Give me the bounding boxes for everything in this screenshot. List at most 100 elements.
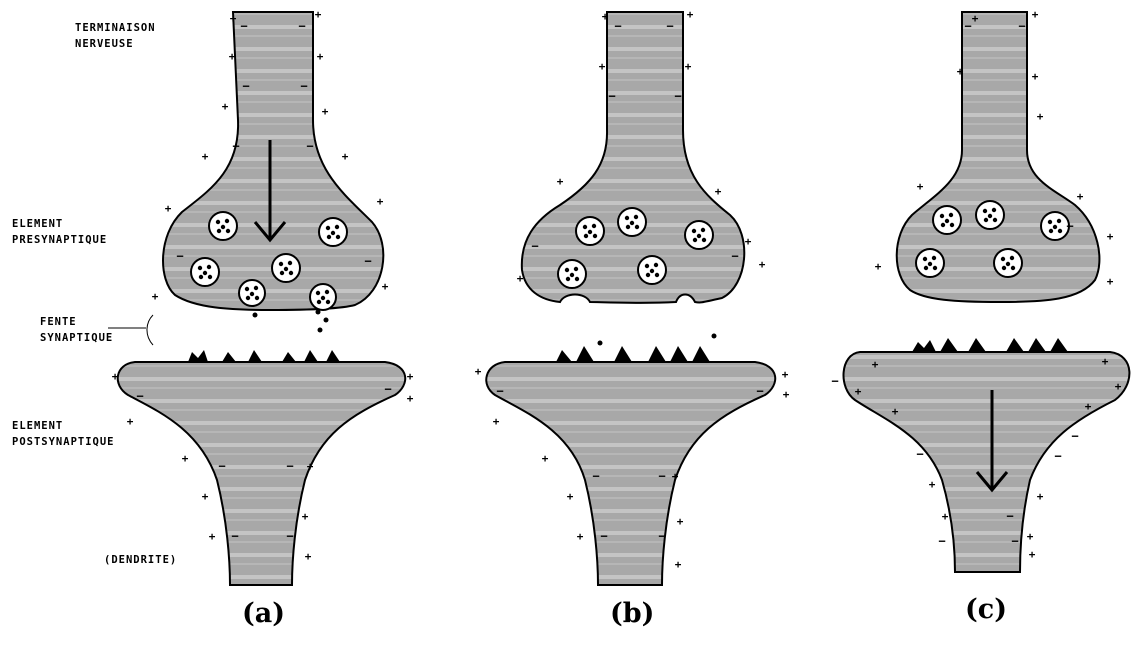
transmitters-b	[598, 334, 717, 346]
plus-charge: +	[685, 60, 692, 73]
postsynaptic-element-c	[844, 352, 1130, 572]
minus-charge: −	[136, 389, 143, 403]
plus-charge: +	[1085, 400, 1092, 413]
plus-charge: +	[687, 8, 694, 21]
minus-charge: −	[384, 382, 391, 396]
plus-charge: +	[202, 150, 209, 163]
plus-charge: +	[1102, 355, 1109, 368]
plus-charge: +	[230, 12, 237, 25]
plus-charge: +	[112, 370, 119, 383]
minus-charge: −	[1006, 509, 1013, 523]
label-terminaison-line1: TERMINAISON	[75, 20, 156, 36]
plus-charge: +	[182, 452, 189, 465]
caption-a: (a)	[242, 598, 285, 629]
plus-charge: +	[407, 392, 414, 405]
minus-charge: −	[756, 384, 763, 398]
transmitters-a	[253, 310, 329, 333]
plus-charge: +	[855, 385, 862, 398]
panel-c	[844, 12, 1130, 572]
minus-charge: −	[608, 89, 615, 103]
minus-charge: −	[218, 459, 225, 473]
minus-charge: −	[600, 529, 607, 543]
plus-charge: +	[493, 415, 500, 428]
receptors-a	[188, 350, 340, 362]
minus-charge: −	[306, 139, 313, 153]
plus-charge: +	[407, 370, 414, 383]
minus-charge: −	[496, 384, 503, 398]
minus-charge: −	[1054, 449, 1061, 463]
plus-charge: +	[672, 470, 679, 483]
minus-charge: −	[1011, 534, 1018, 548]
plus-charge: +	[152, 290, 159, 303]
plus-charge: +	[315, 8, 322, 21]
plus-charge: +	[202, 490, 209, 503]
caption-c: (c)	[965, 594, 1007, 625]
plus-charge: +	[307, 460, 314, 473]
label-postsynaptic: ELEMENT POSTSYNAPTIQUE	[12, 418, 115, 450]
label-cleft-line1: FENTE	[40, 314, 113, 330]
plus-charge: +	[567, 490, 574, 503]
minus-charge: −	[592, 469, 599, 483]
plus-charge: +	[602, 10, 609, 23]
plus-charge: +	[942, 510, 949, 523]
presynaptic-terminal-b	[522, 12, 744, 303]
plus-charge: +	[317, 50, 324, 63]
minus-charge: −	[1018, 19, 1025, 33]
plus-charge: +	[542, 452, 549, 465]
plus-charge: +	[322, 105, 329, 118]
plus-charge: +	[782, 368, 789, 381]
plus-charge: +	[377, 195, 384, 208]
plus-charge: +	[577, 530, 584, 543]
panel-b	[486, 12, 775, 585]
plus-charge: +	[342, 150, 349, 163]
minus-charge: −	[231, 529, 238, 543]
plus-charge: +	[872, 358, 879, 371]
minus-charge: −	[666, 19, 673, 33]
minus-charge: −	[286, 459, 293, 473]
plus-charge: +	[957, 65, 964, 78]
plus-charge: +	[1107, 230, 1114, 243]
plus-charge: +	[305, 550, 312, 563]
label-terminaison-line2: NERVEUSE	[75, 36, 156, 52]
plus-charge: +	[229, 50, 236, 63]
minus-charge: −	[831, 374, 838, 388]
minus-charge: −	[1066, 219, 1073, 233]
plus-charge: +	[745, 235, 752, 248]
plus-charge: +	[929, 478, 936, 491]
minus-charge: −	[176, 249, 183, 263]
plus-charge: +	[1027, 530, 1034, 543]
panel-a	[118, 12, 405, 585]
minus-charge: −	[286, 529, 293, 543]
plus-charge: +	[972, 12, 979, 25]
plus-charge: +	[1077, 190, 1084, 203]
minus-charge: −	[674, 89, 681, 103]
plus-charge: +	[1029, 548, 1036, 561]
minus-charge: −	[240, 19, 247, 33]
label-presynaptic-line1: ELEMENT	[12, 216, 107, 232]
minus-charge: −	[364, 254, 371, 268]
minus-charge: −	[1071, 429, 1078, 443]
plus-charge: +	[557, 175, 564, 188]
minus-charge: −	[300, 79, 307, 93]
plus-charge: +	[783, 388, 790, 401]
minus-charge: −	[232, 139, 239, 153]
minus-charge: −	[298, 19, 305, 33]
caption-b: (b)	[610, 598, 654, 629]
plus-charge: +	[222, 100, 229, 113]
plus-charge: +	[677, 515, 684, 528]
plus-charge: +	[759, 258, 766, 271]
label-cleft: FENTE SYNAPTIQUE	[40, 314, 113, 346]
plus-charge: +	[1032, 8, 1039, 21]
plus-charge: +	[675, 558, 682, 571]
minus-charge: −	[658, 469, 665, 483]
minus-charge: −	[938, 534, 945, 548]
label-presynaptic-line2: PRESYNAPTIQUE	[12, 232, 107, 248]
plus-charge: +	[517, 272, 524, 285]
plus-charge: +	[382, 280, 389, 293]
label-terminaison: TERMINAISON NERVEUSE	[75, 20, 156, 52]
receptors-c	[912, 338, 1068, 352]
label-dendrite: (DENDRITE)	[104, 552, 177, 568]
plus-charge: +	[209, 530, 216, 543]
minus-charge: −	[964, 19, 971, 33]
